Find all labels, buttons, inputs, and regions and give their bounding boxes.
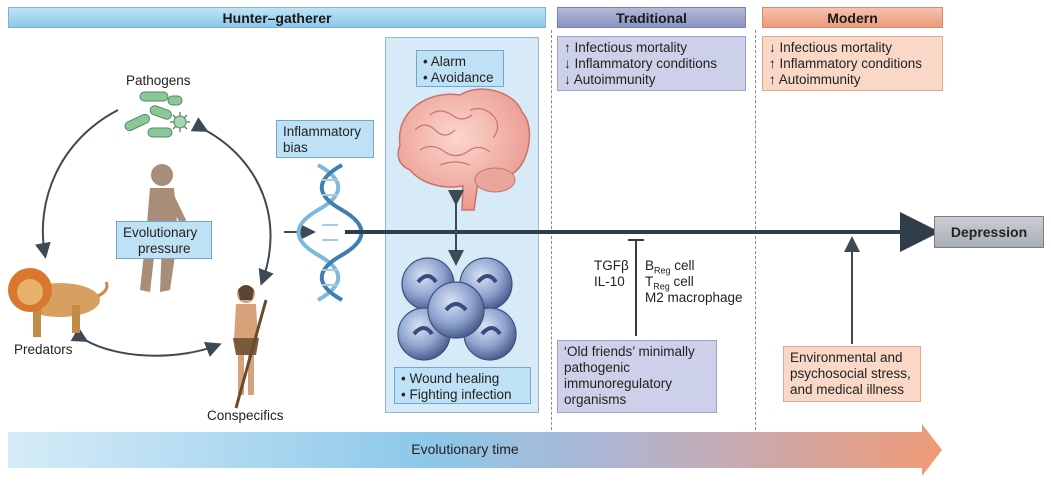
brain-icon: [397, 88, 531, 211]
header-hunter-gatherer: Hunter–gatherer: [8, 7, 546, 28]
evolutionary-pressure-box: Evolutionary pressure: [116, 221, 212, 259]
inflammatory-bias-line2: bias: [283, 140, 308, 155]
evolutionary-pressure-line2: pressure: [138, 241, 191, 256]
immune-cells-icon: [397, 257, 517, 361]
stress-box: Environmental and psychosocial stress, a…: [783, 346, 921, 402]
header-modern: Modern: [762, 7, 943, 28]
immune-response-item: • Fighting infection: [401, 387, 512, 402]
pathogens-icon: [124, 91, 190, 138]
brain-response-item: • Alarm: [423, 54, 466, 69]
traditional-effect: ↓ Autoimmunity: [564, 72, 656, 87]
old-friends-line: pathogenic: [564, 360, 631, 375]
old-friends-line: organisms: [564, 392, 627, 407]
traditional-effect: ↑ Infectious mortality: [564, 40, 688, 55]
predators-label: Predators: [14, 342, 73, 357]
inflammatory-bias-line1: Inflammatory: [283, 124, 362, 139]
stress-line: Environmental and: [790, 350, 903, 365]
stress-line: psychosocial stress,: [790, 366, 911, 381]
modern-effect: ↓ Infectious mortality: [769, 40, 893, 55]
modern-effects-box: ↓ Infectious mortality ↑ Inflammatory co…: [762, 36, 943, 91]
brain-response-item: • Avoidance: [423, 70, 494, 85]
header-traditional: Traditional: [557, 7, 746, 28]
immune-response-box: • Wound healing • Fighting infection: [394, 367, 531, 404]
conspecifics-label: Conspecifics: [207, 408, 284, 423]
depression-box: Depression: [934, 216, 1044, 248]
tgfb-label: TGFβ: [594, 258, 629, 273]
old-friends-line: immunoregulatory: [564, 376, 673, 391]
immune-response-item: • Wound healing: [401, 371, 500, 386]
treg-label: TReg cell: [645, 274, 694, 292]
cycle-arrow-bottom: [70, 327, 222, 357]
modern-effect: ↑ Autoimmunity: [769, 72, 861, 87]
conspecific-human-icon: [233, 285, 268, 409]
inflammatory-bias-box: Inflammatory bias: [276, 120, 374, 158]
era-divider-2: [755, 30, 756, 440]
brain-response-box: • Alarm • Avoidance: [416, 50, 504, 87]
breg-label: BReg cell: [645, 258, 695, 276]
cycle-arrow-left: [34, 109, 119, 259]
modern-effect: ↑ Inflammatory conditions: [769, 56, 923, 71]
evolutionary-pressure-line1: Evolutionary: [123, 225, 198, 240]
il10-label: IL-10: [594, 274, 625, 289]
era-divider-1: [551, 30, 552, 440]
lion-icon: [8, 268, 109, 337]
m2-macrophage-label: M2 macrophage: [645, 290, 743, 305]
stress-line: and medical illness: [790, 382, 905, 397]
evolutionary-time-label: Evolutionary time: [411, 441, 519, 457]
pathogens-label: Pathogens: [126, 73, 191, 88]
old-friends-box: ‘Old friends’ minimally pathogenic immun…: [557, 340, 717, 413]
traditional-effects-box: ↑ Infectious mortality ↓ Inflammatory co…: [557, 36, 746, 91]
evolutionary-time-arrow: [8, 424, 942, 476]
old-friends-line: ‘Old friends’ minimally: [564, 344, 695, 359]
cycle-arrow-right: [190, 117, 274, 286]
traditional-effect: ↓ Inflammatory conditions: [564, 56, 718, 71]
